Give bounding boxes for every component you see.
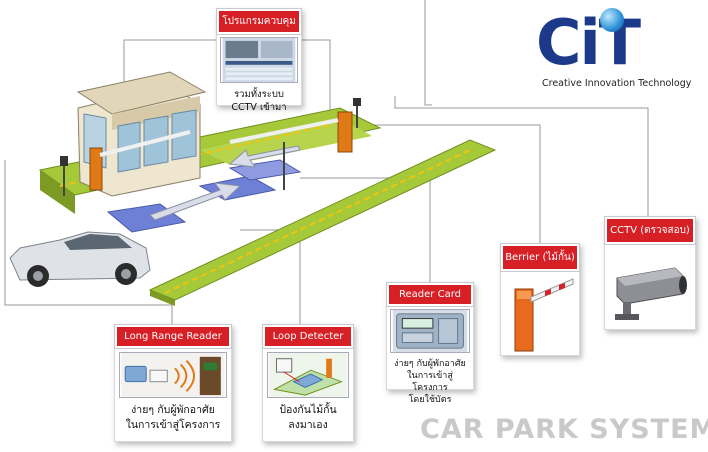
- barrier-gate-image: [514, 278, 574, 352]
- loop-detecter-image: [267, 352, 349, 398]
- card-caption-line: CCTV เข้ามา: [231, 102, 287, 113]
- cctv-camera-image: [615, 267, 687, 320]
- card-title: Loop Detecter: [262, 324, 354, 349]
- card-title: Berrier (ไม้กั้น): [500, 243, 580, 272]
- logo-tagline: Creative Innovation Technology: [542, 78, 692, 89]
- card-reader-card: Reader Card ง่ายๆ กับผู้พักอาศัย ในการเข…: [386, 282, 474, 405]
- card-title: Long Range Reader: [114, 324, 232, 349]
- card-caption-line: ลงมาเอง: [288, 419, 328, 431]
- card-title: CCTV (ตรวจสอบ): [604, 216, 696, 245]
- card-caption-line: โดยใช้บัตร: [408, 395, 452, 405]
- card-reader-device-image: [390, 309, 470, 353]
- company-logo: CiT Creative Innovation Technology: [530, 6, 700, 92]
- card-caption-line: ป้องกันไม้กั้น: [279, 404, 337, 416]
- card-barrier: Berrier (ไม้กั้น): [500, 243, 580, 356]
- card-long-range-reader: Long Range Reader ง่ายๆ กับผู้พักอาศัย ใ…: [114, 324, 232, 442]
- card-loop-detecter: Loop Detecter ป้องกันไม้กั้น ลงมาเอง: [262, 324, 354, 442]
- card-caption-line: ง่ายๆ กับผู้พักอาศัย: [131, 404, 215, 416]
- card-caption-line: ง่ายๆ กับผู้พักอาศัย: [394, 359, 466, 369]
- software-screenshot-image: [220, 37, 298, 83]
- logo-globe-icon: [600, 8, 624, 32]
- card-control-program: โปรแกรมควบคุม รวมทั้งระบบ CCTV เข้ามา: [216, 8, 302, 113]
- card-caption-line: ในการเข้าสู่โครงการ: [407, 371, 453, 393]
- long-range-reader-image: [119, 352, 227, 398]
- card-title: Reader Card: [386, 282, 474, 307]
- card-caption-line: รวมทั้งระบบ: [234, 89, 284, 100]
- card-title: โปรแกรมควบคุม: [216, 8, 302, 35]
- system-title: CAR PARK SYSTEM: [420, 414, 708, 445]
- card-caption-line: ในการเข้าสู่โครงการ: [125, 419, 221, 431]
- card-cctv: CCTV (ตรวจสอบ): [604, 216, 696, 330]
